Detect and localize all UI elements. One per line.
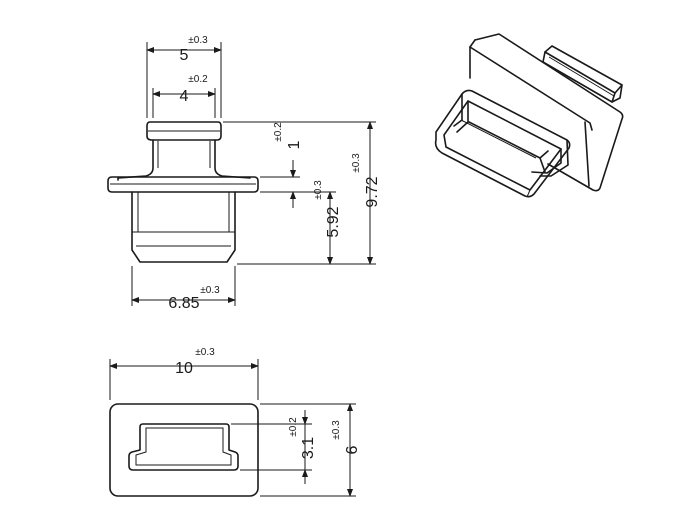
plug-outline (131, 191, 236, 263)
tol-head-width: ±0.3 (188, 35, 208, 46)
tol-plug-depth: ±0.3 (313, 180, 324, 200)
dim-flange-height: 6 (344, 445, 361, 454)
neck-outline (117, 139, 251, 181)
bottom-flange-outline (109, 403, 259, 497)
bottom-slot-outline (128, 423, 239, 471)
tol-inner-width: ±0.2 (188, 74, 208, 85)
dim-flange-width: 10 (175, 360, 193, 377)
dim-total-height: 9.72 (364, 176, 381, 207)
flange-outline (107, 176, 259, 193)
tol-slot-height: ±0.2 (288, 417, 299, 437)
dim-head-height: 1 (286, 140, 303, 149)
tol-plug-width: ±0.3 (200, 285, 220, 296)
iso-back-knob (542, 45, 623, 103)
dim-head-width: 5 (180, 47, 189, 64)
tol-total-height: ±0.3 (351, 153, 362, 173)
dim-inner-width: 4 (180, 88, 189, 105)
front-view: 5 ±0.3 4 ±0.2 1 ±0.2 5.92 ±0.3 9.72 ±0.3… (107, 35, 381, 312)
tol-flange-width: ±0.3 (195, 347, 215, 358)
dim-slot-height: 3.1 (300, 437, 317, 459)
iso-plug-front (434, 89, 571, 198)
bottom-view: 10 ±0.3 3.1 ±0.2 6 ±0.3 (109, 347, 361, 497)
isometric-view (434, 33, 624, 198)
knob-outline (146, 121, 222, 141)
dim-plug-width: 6.85 (168, 295, 199, 312)
tol-flange-height: ±0.3 (331, 420, 342, 440)
dim-plug-depth: 5.92 (325, 206, 342, 237)
tol-head-height: ±0.2 (273, 122, 284, 142)
iso-flange-plate (474, 33, 624, 192)
